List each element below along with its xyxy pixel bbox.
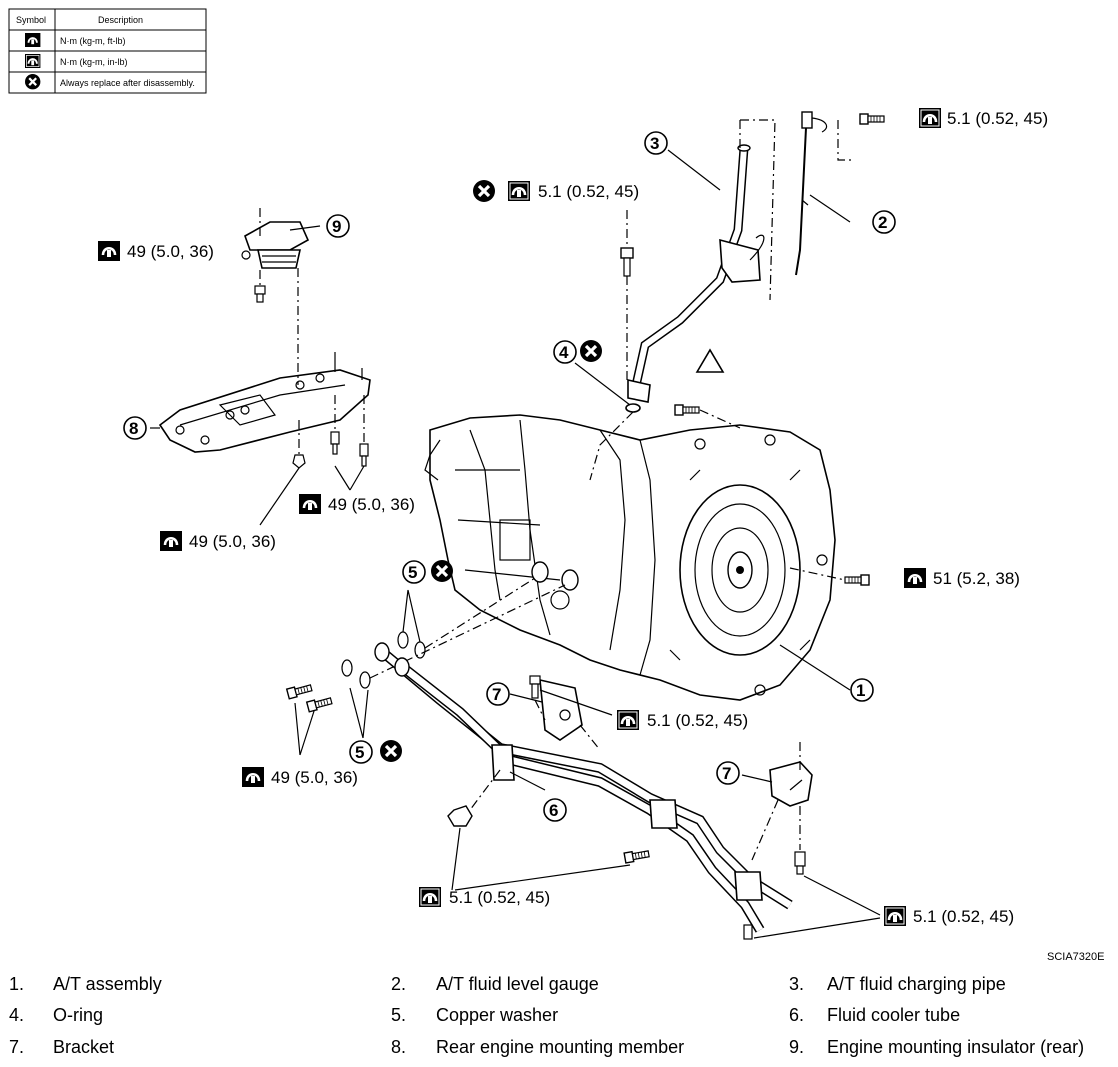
cooler-clamp-bolt-icon [623, 848, 651, 864]
svg-text:5.1 (0.52, 45): 5.1 (0.52, 45) [947, 109, 1048, 128]
replace-icon-washer-upper [429, 558, 455, 584]
symbol-table-header-symbol: Symbol [16, 15, 46, 25]
callout-7-upper: 7 [486, 682, 510, 706]
o-ring-drawing [574, 362, 641, 481]
torque-callout-bracket: 5.1 (0.52, 45) [615, 708, 748, 732]
callout-9: 9 [326, 214, 350, 238]
legend-num: 1. [9, 974, 25, 994]
legend-row-1: 1. A/T assembly 2. A/T fluid level gauge… [0, 974, 1118, 998]
part1-leader-line [779, 644, 851, 691]
svg-text:3: 3 [650, 134, 659, 153]
at-assembly-drawing [424, 414, 836, 701]
symbol-table-header-description: Description [98, 15, 143, 25]
part23-leader-lines [667, 149, 851, 223]
legend-label: Bracket [53, 1037, 115, 1057]
callout-5-upper: 5 [402, 560, 426, 584]
legend-row-2: 4. O-ring 5. Copper washer 6. Fluid cool… [0, 1005, 1118, 1029]
svg-text:8: 8 [129, 419, 138, 438]
charging-pipe-drawing [627, 119, 855, 403]
fluid-level-gauge-drawing [795, 111, 828, 276]
torque-callout-lower-right: 5.1 (0.52, 45) [882, 904, 1014, 928]
triangle-mark-icon [695, 348, 725, 373]
legend-num: 6. [789, 1005, 805, 1025]
figure-code: SCIA7320E [1047, 951, 1104, 960]
converter-bolt-line [789, 567, 846, 581]
callout-2: 2 [872, 210, 896, 234]
torque-callout-converter: 51 (5.2, 38) [902, 566, 1020, 590]
svg-text:5.1 (0.52, 45): 5.1 (0.52, 45) [449, 888, 550, 907]
torque-callout-member-nut: 49 (5.0, 36) [158, 529, 276, 553]
torque-callout-gauge: 5.1 (0.52, 45) [917, 106, 1048, 130]
converter-bolt-icon [844, 574, 870, 586]
torque-callout-member-bolts: 49 (5.0, 36) [297, 492, 415, 516]
replace-icon-washer-lower [378, 738, 404, 764]
legend-num: 8. [391, 1037, 407, 1057]
replace-icon-oring [578, 338, 604, 364]
callout-1: 1 [850, 678, 874, 702]
svg-text:4: 4 [559, 343, 569, 362]
svg-text:7: 7 [492, 685, 501, 704]
torque-inlb-icon [24, 53, 42, 69]
svg-text:5.1 (0.52, 45): 5.1 (0.52, 45) [538, 182, 639, 201]
bracket-upper-drawing [447, 675, 613, 827]
torque-ftlb-icon [24, 32, 42, 48]
svg-text:49 (5.0, 36): 49 (5.0, 36) [328, 495, 415, 514]
legend-num: 9. [789, 1037, 805, 1057]
gauge-bolt-icon [859, 113, 885, 125]
svg-text:6: 6 [549, 801, 558, 820]
at-upper-bolt-icon [674, 404, 700, 416]
callout-8: 8 [123, 416, 147, 440]
fluid-cooler-tube-drawing [374, 642, 793, 933]
svg-text:1: 1 [856, 681, 865, 700]
svg-text:5: 5 [408, 563, 417, 582]
legend-label: O-ring [53, 1005, 104, 1025]
svg-text:5.1 (0.52, 45): 5.1 (0.52, 45) [647, 711, 748, 730]
svg-text:7: 7 [722, 764, 731, 783]
legend-label: A/T fluid level gauge [436, 974, 599, 994]
legend-row-3: 7. Bracket 8. Rear engine mounting membe… [0, 1037, 1118, 1061]
charging-pipe-bolt [620, 210, 634, 380]
svg-text:2: 2 [878, 213, 887, 232]
torque-callout-cooler-clamps: 5.1 (0.52, 45) [417, 885, 550, 909]
callout-3: 3 [644, 131, 668, 155]
torque-callout-insulator: 49 (5.0, 36) [96, 239, 214, 263]
copper-washers-drawing [294, 561, 579, 756]
symbol-desc-replace: Always replace after disassembly. [60, 78, 195, 88]
union-bolt-2-icon [306, 695, 334, 713]
mounting-insulator-drawing [241, 208, 321, 303]
union-bolt-1-icon [286, 682, 314, 700]
legend-num: 3. [789, 974, 805, 994]
svg-text:9: 9 [332, 217, 341, 236]
bracket-lower-drawing [741, 742, 881, 940]
svg-text:49 (5.0, 36): 49 (5.0, 36) [271, 768, 358, 787]
callout-7-lower: 7 [716, 761, 740, 785]
exploded-view-diagram: Symbol Description N·m (kg-m, ft-lb) N·m… [8, 8, 1104, 960]
callout-4: 4 [553, 340, 577, 364]
legend-label: Engine mounting insulator (rear) [827, 1037, 1085, 1057]
legend-label: Rear engine mounting member [436, 1037, 685, 1057]
svg-text:49 (5.0, 36): 49 (5.0, 36) [127, 242, 214, 261]
svg-text:5.1 (0.52, 45): 5.1 (0.52, 45) [913, 907, 1014, 926]
legend-num: 2. [391, 974, 407, 994]
callout-5-lower: 5 [349, 740, 373, 764]
legend-label: Copper washer [436, 1005, 559, 1025]
legend-num: 7. [9, 1037, 25, 1057]
svg-text:5: 5 [355, 743, 364, 762]
torque-callout-union-bolts: 49 (5.0, 36) [240, 765, 358, 789]
legend-num: 5. [391, 1005, 407, 1025]
legend-label: A/T fluid charging pipe [827, 974, 1006, 994]
torque-callout-charging-pipe: 5.1 (0.52, 45) [471, 178, 639, 204]
symbol-desc-inlb: N·m (kg-m, in-lb) [60, 57, 128, 67]
svg-text:49 (5.0, 36): 49 (5.0, 36) [189, 532, 276, 551]
legend-num: 4. [9, 1005, 25, 1025]
legend-label: A/T assembly [53, 974, 162, 994]
replace-icon [23, 72, 42, 91]
mounting-member-drawing [150, 268, 371, 526]
legend-label: Fluid cooler tube [827, 1005, 961, 1025]
callout-6: 6 [543, 798, 567, 822]
svg-text:51 (5.2, 38): 51 (5.2, 38) [933, 569, 1020, 588]
symbol-desc-ftlb: N·m (kg-m, ft-lb) [60, 36, 126, 46]
symbol-table: Symbol Description N·m (kg-m, ft-lb) N·m… [8, 8, 207, 94]
cooler-leader-lines [451, 827, 631, 891]
